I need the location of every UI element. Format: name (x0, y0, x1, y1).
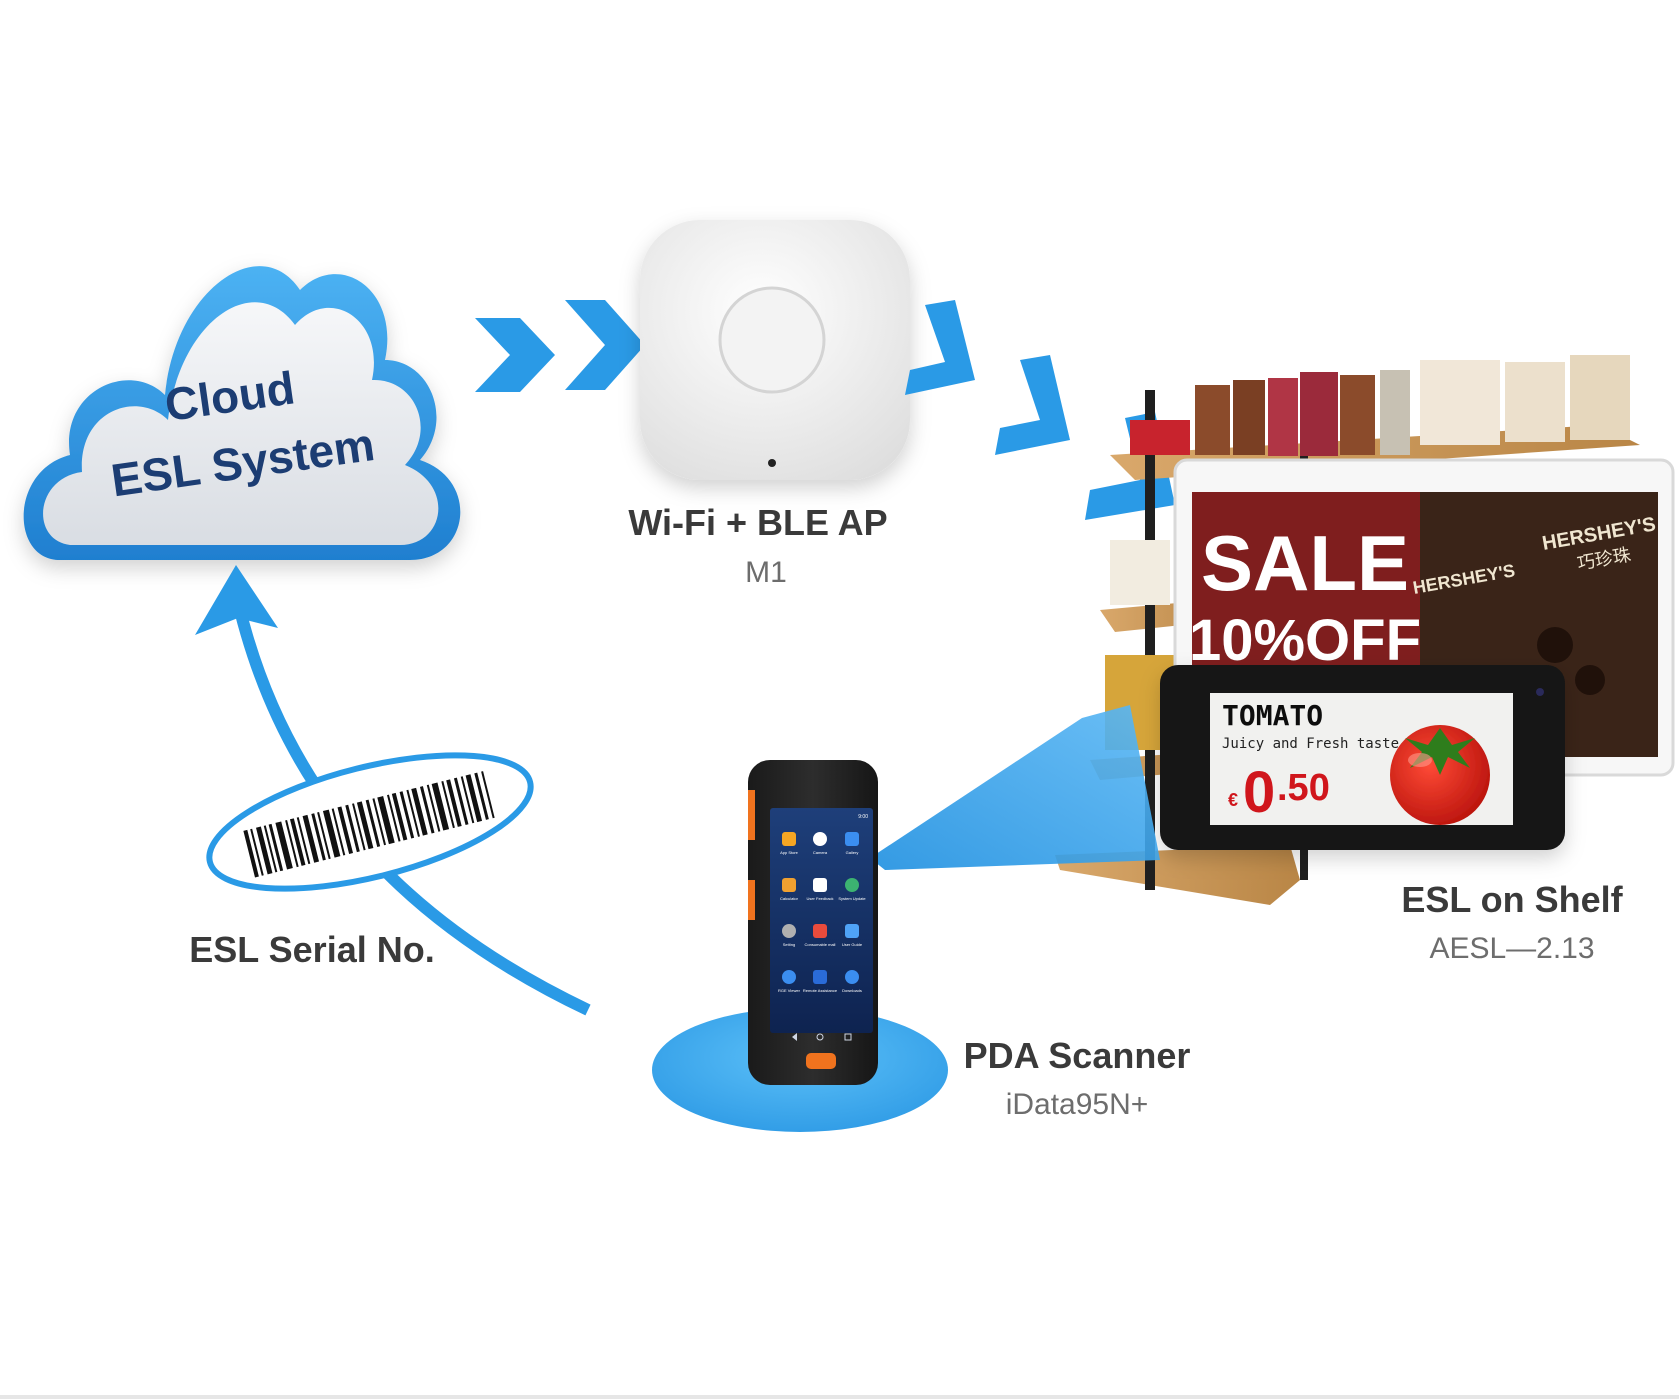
arrow-head-up-icon (195, 565, 278, 635)
back-icon (792, 1033, 797, 1041)
update-icon (845, 878, 859, 892)
esl-serial-barcode (206, 752, 534, 892)
cloud-face (43, 302, 439, 545)
chevron-right-icon (565, 300, 645, 390)
calculator-icon (782, 878, 796, 892)
shelf-name: ESL on Shelf (1401, 879, 1623, 920)
store-shelf: SALE 10%OFF HERSHEY'S HERSHEY'S 巧珍珠 TOMA… (1055, 355, 1675, 905)
esl-tag-product: TOMATO (1222, 699, 1323, 732)
app-label: User Feedback (806, 896, 833, 901)
tomato-icon (1390, 725, 1490, 825)
pda-side-accent (748, 880, 755, 920)
remote-icon (813, 970, 827, 984)
ap-name: Wi-Fi + BLE AP (628, 502, 887, 543)
app-label: Downloads (842, 988, 862, 993)
cloud-esl-system: Cloud ESL System (23, 266, 461, 560)
downloads-icon (845, 970, 859, 984)
pda-side-accent (748, 790, 755, 840)
mall-icon (813, 924, 827, 938)
recents-icon (844, 1033, 852, 1041)
pda-scanner-device: 9:00 App Store Camera Gallery Calculator… (652, 760, 948, 1132)
ap-model: M1 (745, 556, 787, 589)
product-packages (1130, 355, 1630, 456)
settings-icon (782, 924, 796, 938)
esl-tag-currency: € (1228, 790, 1238, 810)
pda-app-labels: App Store Camera Gallery Calculator User… (778, 850, 866, 993)
app-label: RGE Viewer (778, 988, 801, 993)
gallery-icon (845, 832, 859, 846)
scan-beam (870, 705, 1160, 870)
app-label: Gallery (846, 850, 859, 855)
guide-icon (845, 924, 859, 938)
access-point-device (640, 220, 910, 480)
pda-name: PDA Scanner (964, 1035, 1191, 1076)
app-label: System Update (838, 896, 866, 901)
app-label: Remote Assistance (803, 988, 838, 993)
app-label: User Guide (842, 942, 863, 947)
ap-button (718, 286, 826, 394)
poster-sale-text: SALE (1201, 519, 1409, 607)
app-label: Setting (783, 942, 795, 947)
chevron-right-icon (475, 318, 555, 392)
esl-tag-device: TOMATO Juicy and Fresh taste € 0 .50 (1160, 665, 1565, 850)
esl-tag-price-whole: 0 (1243, 760, 1275, 825)
feedback-icon (813, 878, 827, 892)
esl-tag-led (1536, 688, 1544, 696)
pda-scan-button (806, 1053, 836, 1069)
shelf-model: AESL—2.13 (1429, 932, 1594, 965)
bottom-divider (0, 1395, 1679, 1399)
viewer-icon (782, 970, 796, 984)
pda-nav-bar (792, 1033, 852, 1041)
ap-led (768, 459, 776, 467)
pda-model: iData95N+ (1006, 1088, 1149, 1121)
app-label: Camera (813, 850, 828, 855)
home-icon (816, 1033, 824, 1041)
app-store-icon (782, 832, 796, 846)
esl-tag-price-fraction: .50 (1277, 767, 1330, 809)
chevron-arrows-cloud-to-ap (475, 300, 645, 392)
serial-label: ESL Serial No. (189, 929, 434, 970)
barcode-oval (206, 752, 534, 892)
camera-icon (813, 832, 827, 846)
barcode-icon (243, 771, 495, 878)
poster-discount-text: 10%OFF (1189, 608, 1421, 673)
app-label: App Store (780, 850, 799, 855)
app-label: Calculator (780, 896, 799, 901)
chevron-arrows-ap-to-shelf (905, 300, 1175, 520)
shelf-post (1145, 390, 1155, 890)
pda-status-time: 9:00 (858, 814, 868, 820)
chevron-down-right-icon (905, 300, 975, 395)
app-label: Consumable mall (805, 942, 836, 947)
poster-left-panel (1192, 492, 1420, 692)
esl-tag-tagline: Juicy and Fresh taste (1222, 736, 1399, 752)
chevron-down-right-icon (995, 355, 1070, 455)
pda-app-grid (782, 832, 859, 984)
